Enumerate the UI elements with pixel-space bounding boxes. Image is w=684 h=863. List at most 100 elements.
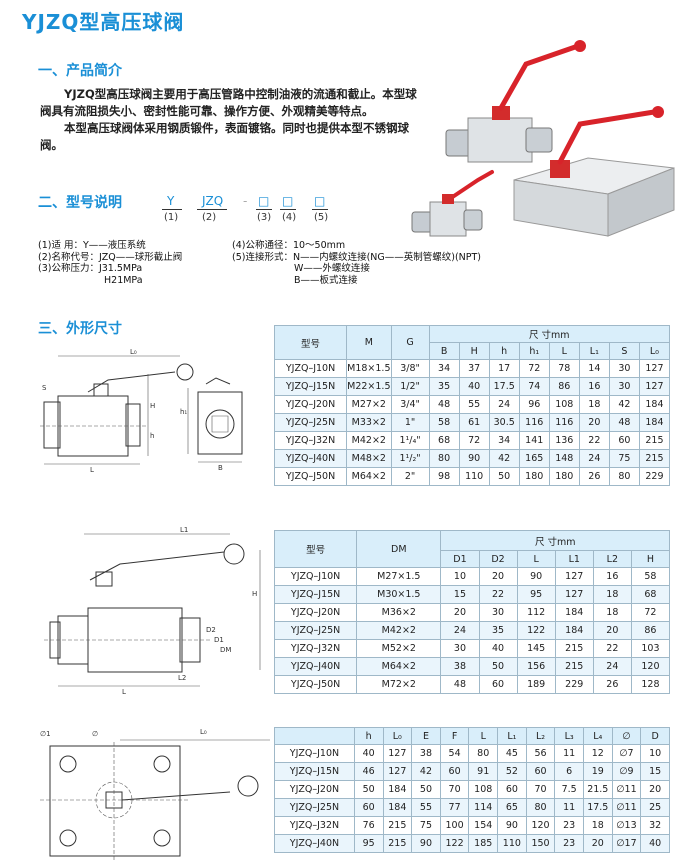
table-cell: YJZQ–J10N — [273, 567, 358, 586]
table-cell: 154 — [468, 816, 499, 835]
table-cell: 55 — [458, 395, 490, 414]
label-L-2: L — [122, 688, 126, 696]
valve-photo-1 — [445, 40, 586, 163]
t2-header-sub: L2 — [592, 550, 632, 568]
table-cell: M30×1.5 — [356, 585, 442, 604]
table-cell: 127 — [554, 567, 594, 586]
t1-header-dims: 尺 寸mm — [428, 325, 671, 343]
table-cell: 42 — [411, 762, 441, 781]
table-cell: 78 — [548, 359, 580, 378]
table-cell: YJZQ–J15N — [273, 585, 358, 604]
model-code-part-2: JZQ — [202, 194, 224, 208]
table-cell: 108 — [468, 780, 499, 799]
table-cell: 189 — [516, 675, 556, 694]
table-cell: 17.5 — [582, 798, 613, 817]
table-cell: 32 — [640, 816, 670, 835]
table-cell: 86 — [630, 621, 671, 640]
label-L0-3: L₀ — [200, 728, 207, 736]
table-cell: 184 — [382, 798, 413, 817]
table-cell: 184 — [382, 780, 413, 799]
table-cell: 114 — [468, 798, 499, 817]
table-cell: 38 — [411, 744, 441, 763]
table-cell: 215 — [554, 639, 594, 658]
table-cell: 184 — [638, 413, 671, 432]
table-cell: 24 — [578, 449, 610, 468]
t2-header-sub: L — [516, 550, 556, 568]
model-code-box-3: □ — [258, 194, 270, 208]
model-code-num-2: (2) — [202, 212, 217, 223]
table-cell: 20 — [440, 603, 480, 622]
table-cell: 3/8" — [390, 359, 430, 378]
table-cell: 136 — [548, 431, 580, 450]
t1-header-sub: S — [608, 342, 640, 360]
table-cell: 18 — [592, 603, 632, 622]
table-cell: 22 — [578, 431, 610, 450]
table-cell: 56 — [525, 744, 556, 763]
t3-header: L₄ — [582, 727, 613, 745]
table-cell: 58 — [630, 567, 671, 586]
table-cell: 108 — [548, 395, 580, 414]
table-cell: 60 — [478, 675, 518, 694]
table-cell: 30 — [608, 359, 640, 378]
table-cell: 156 — [516, 657, 556, 676]
table-cell: 45 — [497, 744, 527, 763]
table-cell: 60 — [439, 762, 470, 781]
table-cell: M64×2 — [356, 657, 442, 676]
t3-header: F — [439, 727, 470, 745]
intro-paragraph-1: YJZQ型高压球阀主要用于高压管路中控制油液的流通和截止。本型球阀具有流阻损失小… — [40, 87, 417, 118]
table-cell: 150 — [525, 834, 556, 853]
label-H2: H — [252, 590, 257, 598]
table-cell: 122 — [516, 621, 556, 640]
label-L: L — [90, 466, 94, 474]
table-cell: ∅17 — [611, 834, 642, 853]
label-S: S — [42, 384, 47, 392]
table-cell: 122 — [439, 834, 470, 853]
table-cell: 68 — [428, 431, 460, 450]
t1-header-sub: L₀ — [638, 342, 671, 360]
table-cell: 127 — [554, 585, 594, 604]
table-cell: ∅13 — [611, 816, 642, 835]
table-cell: 48 — [440, 675, 480, 694]
table-cell: 40 — [458, 377, 490, 396]
table-cell: 3/4" — [390, 395, 430, 414]
table-cell: 1" — [390, 413, 430, 432]
t3-header: ∅ — [611, 727, 642, 745]
label-D1: D1 — [214, 636, 224, 644]
label-DM: DM — [220, 646, 231, 654]
valve-photo-3 — [513, 106, 675, 237]
intro-text: YJZQ型高压球阀主要用于高压管路中控制油液的流通和截止。本型球阀具有流阻损失小… — [40, 86, 420, 154]
table-cell: 180 — [548, 467, 580, 486]
t3-header: L — [468, 727, 499, 745]
model-notes-right: (4)公称通径：10～50mm (5)连接形式：N——内螺纹连接(NG——英制管… — [232, 240, 481, 286]
table-cell: 90 — [516, 567, 556, 586]
table-cell: 6 — [554, 762, 584, 781]
t1-header-model: 型号 — [273, 325, 348, 360]
table-cell: 60 — [353, 798, 384, 817]
valve-photo-2 — [411, 170, 494, 237]
label-B: B — [218, 464, 223, 472]
table-cell: YJZQ–J40N — [273, 657, 358, 676]
table-cell: 112 — [516, 603, 556, 622]
label-h: h — [150, 432, 154, 440]
table-cell: YJZQ–J40N — [274, 834, 355, 853]
table-cell: YJZQ–J25N — [273, 413, 348, 432]
table-cell: M18×1.5 — [346, 359, 392, 378]
table-cell: M42×2 — [346, 431, 392, 450]
table-cell: 12 — [582, 744, 613, 763]
t1-header-sub: L₁ — [578, 342, 610, 360]
table-cell: 74 — [518, 377, 550, 396]
table-cell: M48×2 — [346, 449, 392, 468]
table-cell: 215 — [638, 431, 671, 450]
table-cell: ∅11 — [611, 780, 642, 799]
table-cell: YJZQ–J15N — [273, 377, 348, 396]
t3-header — [274, 727, 355, 745]
intro-paragraph-2: 本型高压球阀体采用钢质锻件，表面镀铬。同时也提供本型不锈钢球阀。 — [40, 121, 409, 152]
